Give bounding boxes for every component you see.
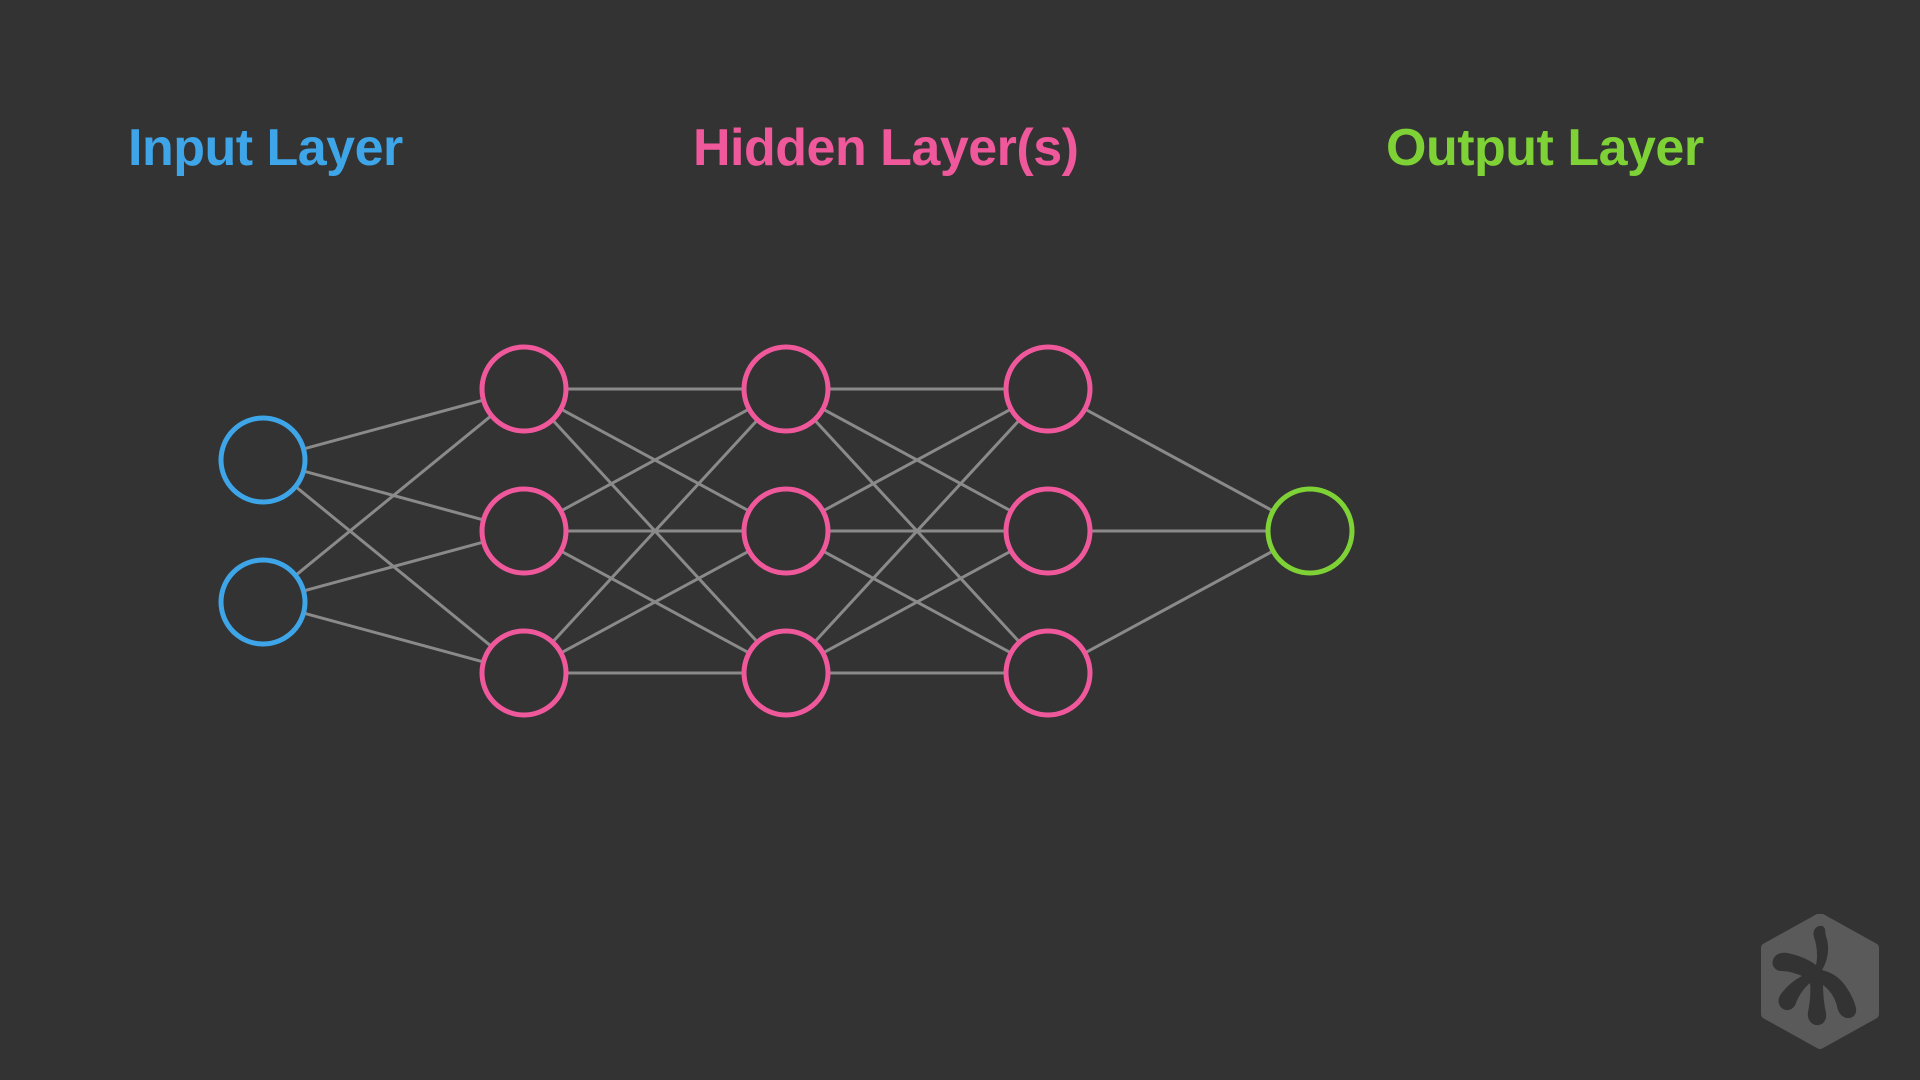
node-h3_3[interactable]	[1003, 628, 1093, 718]
edge-h3_1-o1	[1083, 407, 1275, 513]
node-o1[interactable]	[1265, 486, 1355, 576]
node-h1_1[interactable]	[479, 344, 569, 434]
edge-h3_3-o1	[1083, 549, 1275, 655]
node-h3_1[interactable]	[1003, 344, 1093, 434]
edge-i2-h1_3	[302, 611, 485, 664]
hexagon-neuron-logo-icon	[1761, 914, 1879, 1049]
nodes-group	[218, 344, 1355, 718]
edge-h1_3-h2_2	[559, 549, 751, 655]
node-h1_3[interactable]	[479, 628, 569, 718]
edge-i2-h1_2	[302, 540, 485, 593]
edge-h2_3-h3_1	[812, 418, 1022, 644]
edge-h2_3-h3_2	[821, 549, 1013, 655]
edge-h2_2-h3_1	[821, 407, 1013, 513]
node-h3_2[interactable]	[1003, 486, 1093, 576]
edge-h1_2-h2_1	[559, 407, 751, 513]
edge-h1_3-h2_1	[550, 418, 760, 644]
edges-group	[294, 387, 1275, 675]
node-h2_1[interactable]	[741, 344, 831, 434]
edge-i1-h1_1	[302, 398, 485, 451]
node-h2_2[interactable]	[741, 486, 831, 576]
node-h1_2[interactable]	[479, 486, 569, 576]
edge-i2-h1_1	[294, 414, 493, 577]
node-i1[interactable]	[218, 415, 308, 505]
node-h2_3[interactable]	[741, 628, 831, 718]
node-i2[interactable]	[218, 557, 308, 647]
